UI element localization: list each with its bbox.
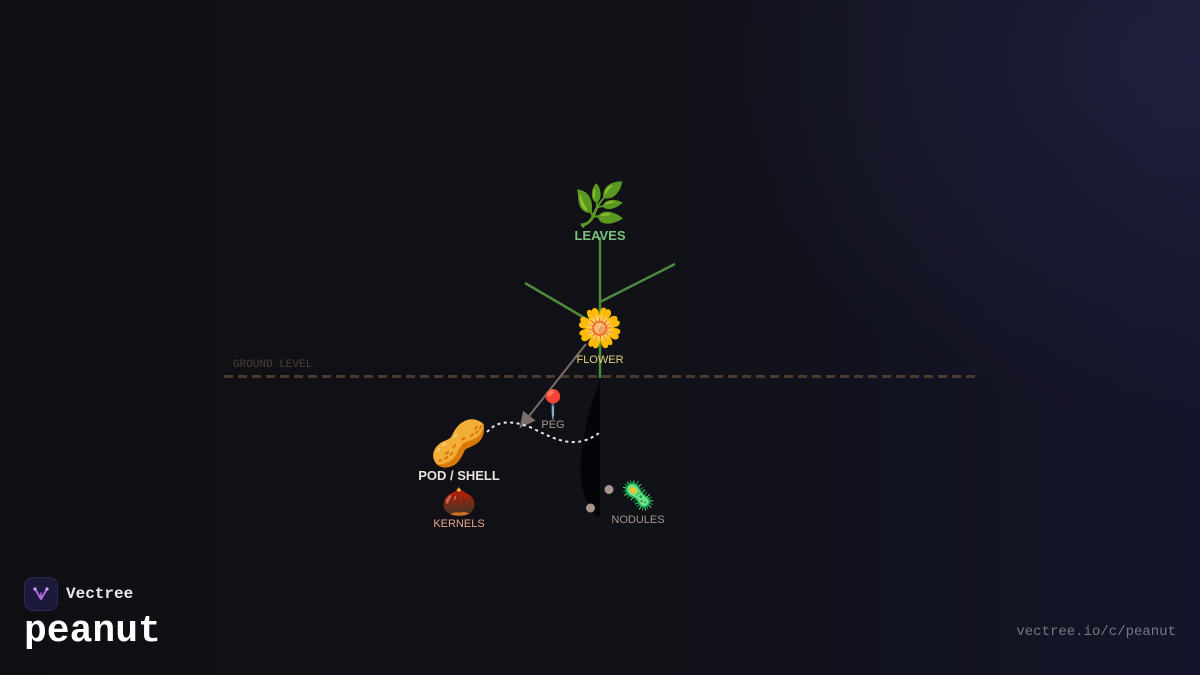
vectree-logo-icon: [24, 577, 58, 611]
flower-icon: 🌼: [576, 306, 623, 350]
flower-label: FLOWER: [576, 354, 623, 366]
leaf-icon: 🌿: [574, 180, 626, 229]
leaves-label: LEAVES: [574, 228, 625, 243]
kernels-label: KERNELS: [433, 518, 484, 530]
pin-icon: 📍: [536, 388, 571, 421]
page-url[interactable]: vectree.io/c/peanut: [1016, 624, 1176, 640]
ground-level-label: GROUND LEVEL: [233, 359, 312, 371]
microbe-icon: 🦠: [621, 479, 656, 512]
nodules-label: NODULES: [611, 514, 664, 526]
peg-label: PEG: [541, 419, 564, 431]
peanut-icon: 🥜: [430, 414, 487, 470]
left-branch: [524, 281, 601, 329]
page-title: peanut: [24, 610, 161, 653]
peg-growth-path: [486, 421, 601, 444]
taproot: [580, 378, 601, 516]
pod-label: POD / SHELL: [418, 468, 500, 483]
nodule-dot: [604, 485, 614, 494]
peg-stalk: [519, 343, 587, 429]
chestnut-icon: 🌰: [442, 485, 477, 518]
nodule-dot: [586, 503, 595, 513]
brand-name: Vectree: [66, 585, 134, 603]
brand[interactable]: Vectree: [24, 577, 133, 611]
right-branch: [599, 262, 676, 304]
